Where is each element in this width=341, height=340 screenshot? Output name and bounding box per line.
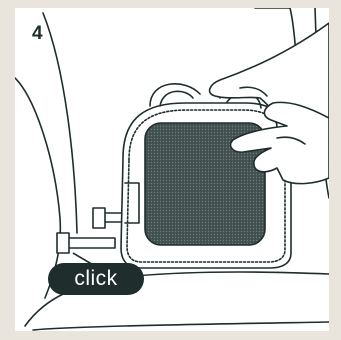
step-number: 4 (32, 23, 43, 45)
click-callout-badge: click (48, 263, 144, 295)
isofix-bracket-icon (57, 208, 123, 266)
